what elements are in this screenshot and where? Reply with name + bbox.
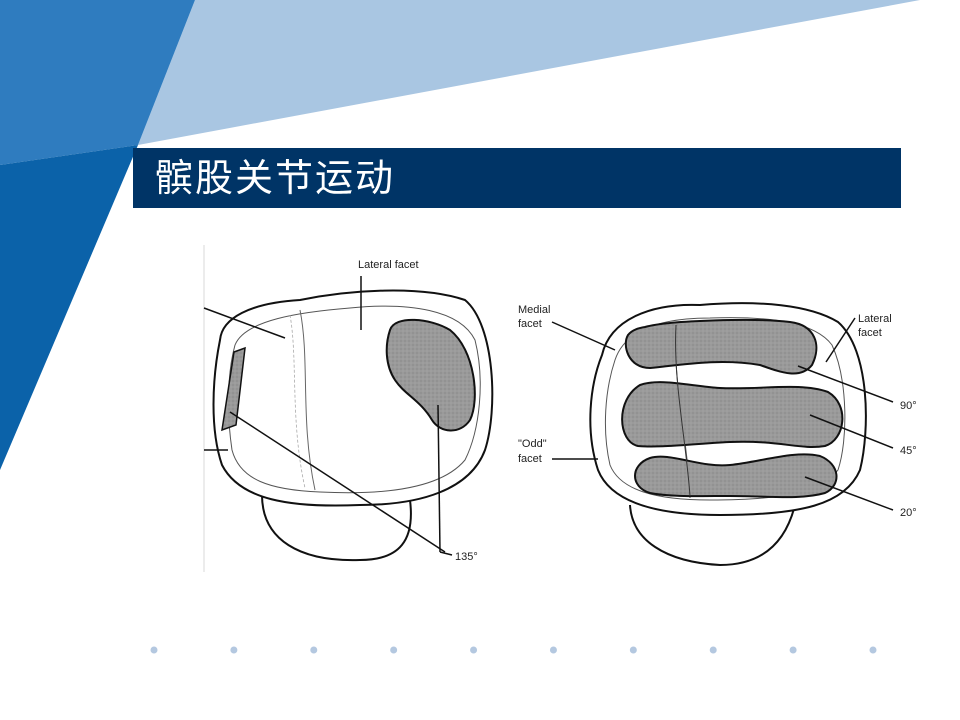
left-leader-135-c xyxy=(439,551,453,556)
right-patella-inner-contour xyxy=(604,317,846,501)
left-patella: Lateral facet 135° xyxy=(203,245,494,572)
title-bar: 髌股关节运动 xyxy=(133,148,901,208)
light-blue-wedge xyxy=(138,0,920,145)
footer-dot xyxy=(869,646,877,654)
left-patella-ridge-2 xyxy=(289,314,306,489)
label-right-medial-2: facet xyxy=(518,318,542,330)
right-leader-medial xyxy=(551,321,616,351)
right-patella-lower-lobe xyxy=(629,504,796,567)
footer-dot xyxy=(789,646,797,654)
right-leader-20 xyxy=(804,476,894,511)
right-band-90 xyxy=(624,318,818,375)
slide-title: 髌股关节运动 xyxy=(155,156,396,200)
footer-dot xyxy=(629,646,637,654)
left-leader-135-b xyxy=(437,404,441,553)
left-lateral-shaded-facet xyxy=(385,318,476,432)
footer-dot xyxy=(230,646,238,654)
left-patella-ridge xyxy=(299,309,316,491)
right-patella: Medial facet Lateral facet "Odd" facet 9… xyxy=(518,302,917,567)
right-band-45 xyxy=(621,381,844,448)
left-leader-top-left xyxy=(203,307,286,339)
label-right-45: 45° xyxy=(900,445,917,457)
footer-dot xyxy=(470,646,478,654)
label-right-medial-1: Medial xyxy=(518,304,550,316)
dark-blue-wedge xyxy=(0,145,138,470)
footer-dot xyxy=(549,646,557,654)
right-leader-45 xyxy=(809,414,894,449)
right-leader-90 xyxy=(797,365,894,403)
left-odd-shaded-facet xyxy=(221,346,246,432)
label-right-odd-1: "Odd" xyxy=(518,438,547,450)
footer-dot xyxy=(709,646,717,654)
footer-dot xyxy=(150,646,158,654)
label-right-20: 20° xyxy=(900,507,917,519)
mid-blue-wedge xyxy=(0,0,195,165)
label-left-lateral-facet: Lateral facet xyxy=(358,259,419,271)
label-right-lateral-2: facet xyxy=(858,327,882,339)
label-right-90: 90° xyxy=(900,400,917,412)
left-patella-inner-contour xyxy=(227,305,481,494)
label-right-lateral-1: Lateral xyxy=(858,313,892,325)
right-leader-lateral xyxy=(825,317,856,363)
footer-dot xyxy=(310,646,318,654)
left-leader-135-a xyxy=(229,411,446,553)
label-left-135: 135° xyxy=(455,551,478,563)
left-patella-lower-lobe xyxy=(261,494,412,562)
right-ridge-overlay xyxy=(675,324,691,497)
footer-dot xyxy=(390,646,398,654)
right-band-20 xyxy=(634,453,838,499)
label-right-odd-2: facet xyxy=(518,453,542,465)
